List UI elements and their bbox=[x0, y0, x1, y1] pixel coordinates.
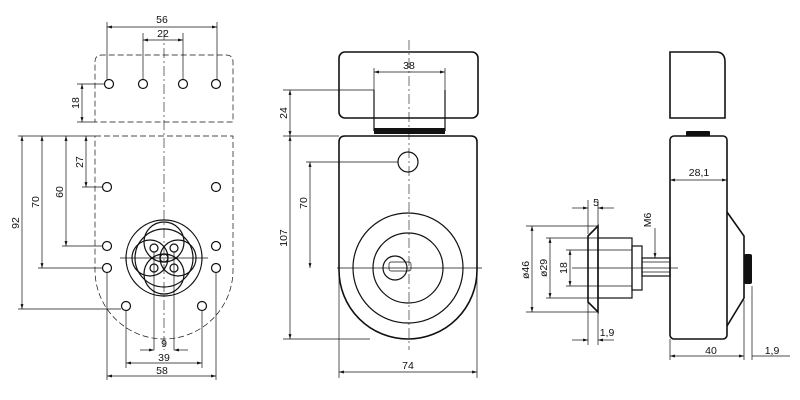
dim-1-9-right-label: 1,9 bbox=[765, 345, 780, 357]
mid-holes bbox=[101, 181, 222, 312]
side-key-nub bbox=[744, 254, 752, 284]
dim-22-label: 22 bbox=[157, 28, 169, 40]
left-view-mounting-plate: 56 22 18 27 60 70 92 9 bbox=[10, 14, 234, 380]
cap-outline bbox=[338, 51, 479, 119]
side-cap-outline bbox=[669, 51, 726, 119]
dim-74-label: 74 bbox=[402, 360, 414, 372]
body-outline bbox=[338, 135, 478, 340]
top-plate-outline bbox=[94, 54, 234, 123]
dim-56-label: 56 bbox=[156, 14, 168, 26]
dim-1-9-left-label: 1,9 bbox=[600, 327, 615, 339]
keyway-slot bbox=[388, 261, 412, 272]
flange-outline bbox=[587, 224, 599, 314]
upper-hole bbox=[397, 151, 419, 173]
dim-107-label: 107 bbox=[278, 229, 290, 247]
dim-27-label: 27 bbox=[74, 156, 86, 168]
dim-39-label: 39 bbox=[158, 352, 170, 364]
thread-label: M6 bbox=[642, 213, 654, 228]
side-ring-outline bbox=[726, 211, 745, 327]
side-top-nub bbox=[686, 131, 710, 136]
dim-dia29-label: ø29 bbox=[538, 259, 550, 277]
top-holes bbox=[103, 78, 222, 90]
dim-18-label: 18 bbox=[70, 97, 82, 109]
lower-plate-outline bbox=[94, 135, 234, 340]
middle-view-front: 38 24 70 107 74 bbox=[278, 40, 482, 378]
dim-body-70-label: 70 bbox=[298, 197, 310, 209]
dim-92-label: 92 bbox=[10, 217, 22, 229]
dim-38-label: 38 bbox=[403, 60, 415, 72]
dim-dia46-label: ø46 bbox=[520, 261, 532, 279]
right-view-side: 5 M6 ø46 ø29 18 1,9 28,1 40 bbox=[520, 51, 790, 360]
dim-40-label: 40 bbox=[705, 345, 717, 357]
screw-body bbox=[641, 257, 671, 277]
dim-70-label: 70 bbox=[30, 196, 42, 208]
dim-18-side-label: 18 bbox=[558, 262, 570, 274]
slot-base bbox=[374, 128, 445, 134]
dim-5-label: 5 bbox=[593, 197, 599, 209]
side-body-outline bbox=[669, 135, 728, 340]
dim-58-label: 58 bbox=[156, 365, 168, 377]
dim-24-label: 24 bbox=[278, 107, 290, 119]
dim-28-1-label: 28,1 bbox=[689, 167, 710, 179]
dim-9-label: 9 bbox=[161, 338, 167, 350]
dim-60-label: 60 bbox=[54, 186, 66, 198]
